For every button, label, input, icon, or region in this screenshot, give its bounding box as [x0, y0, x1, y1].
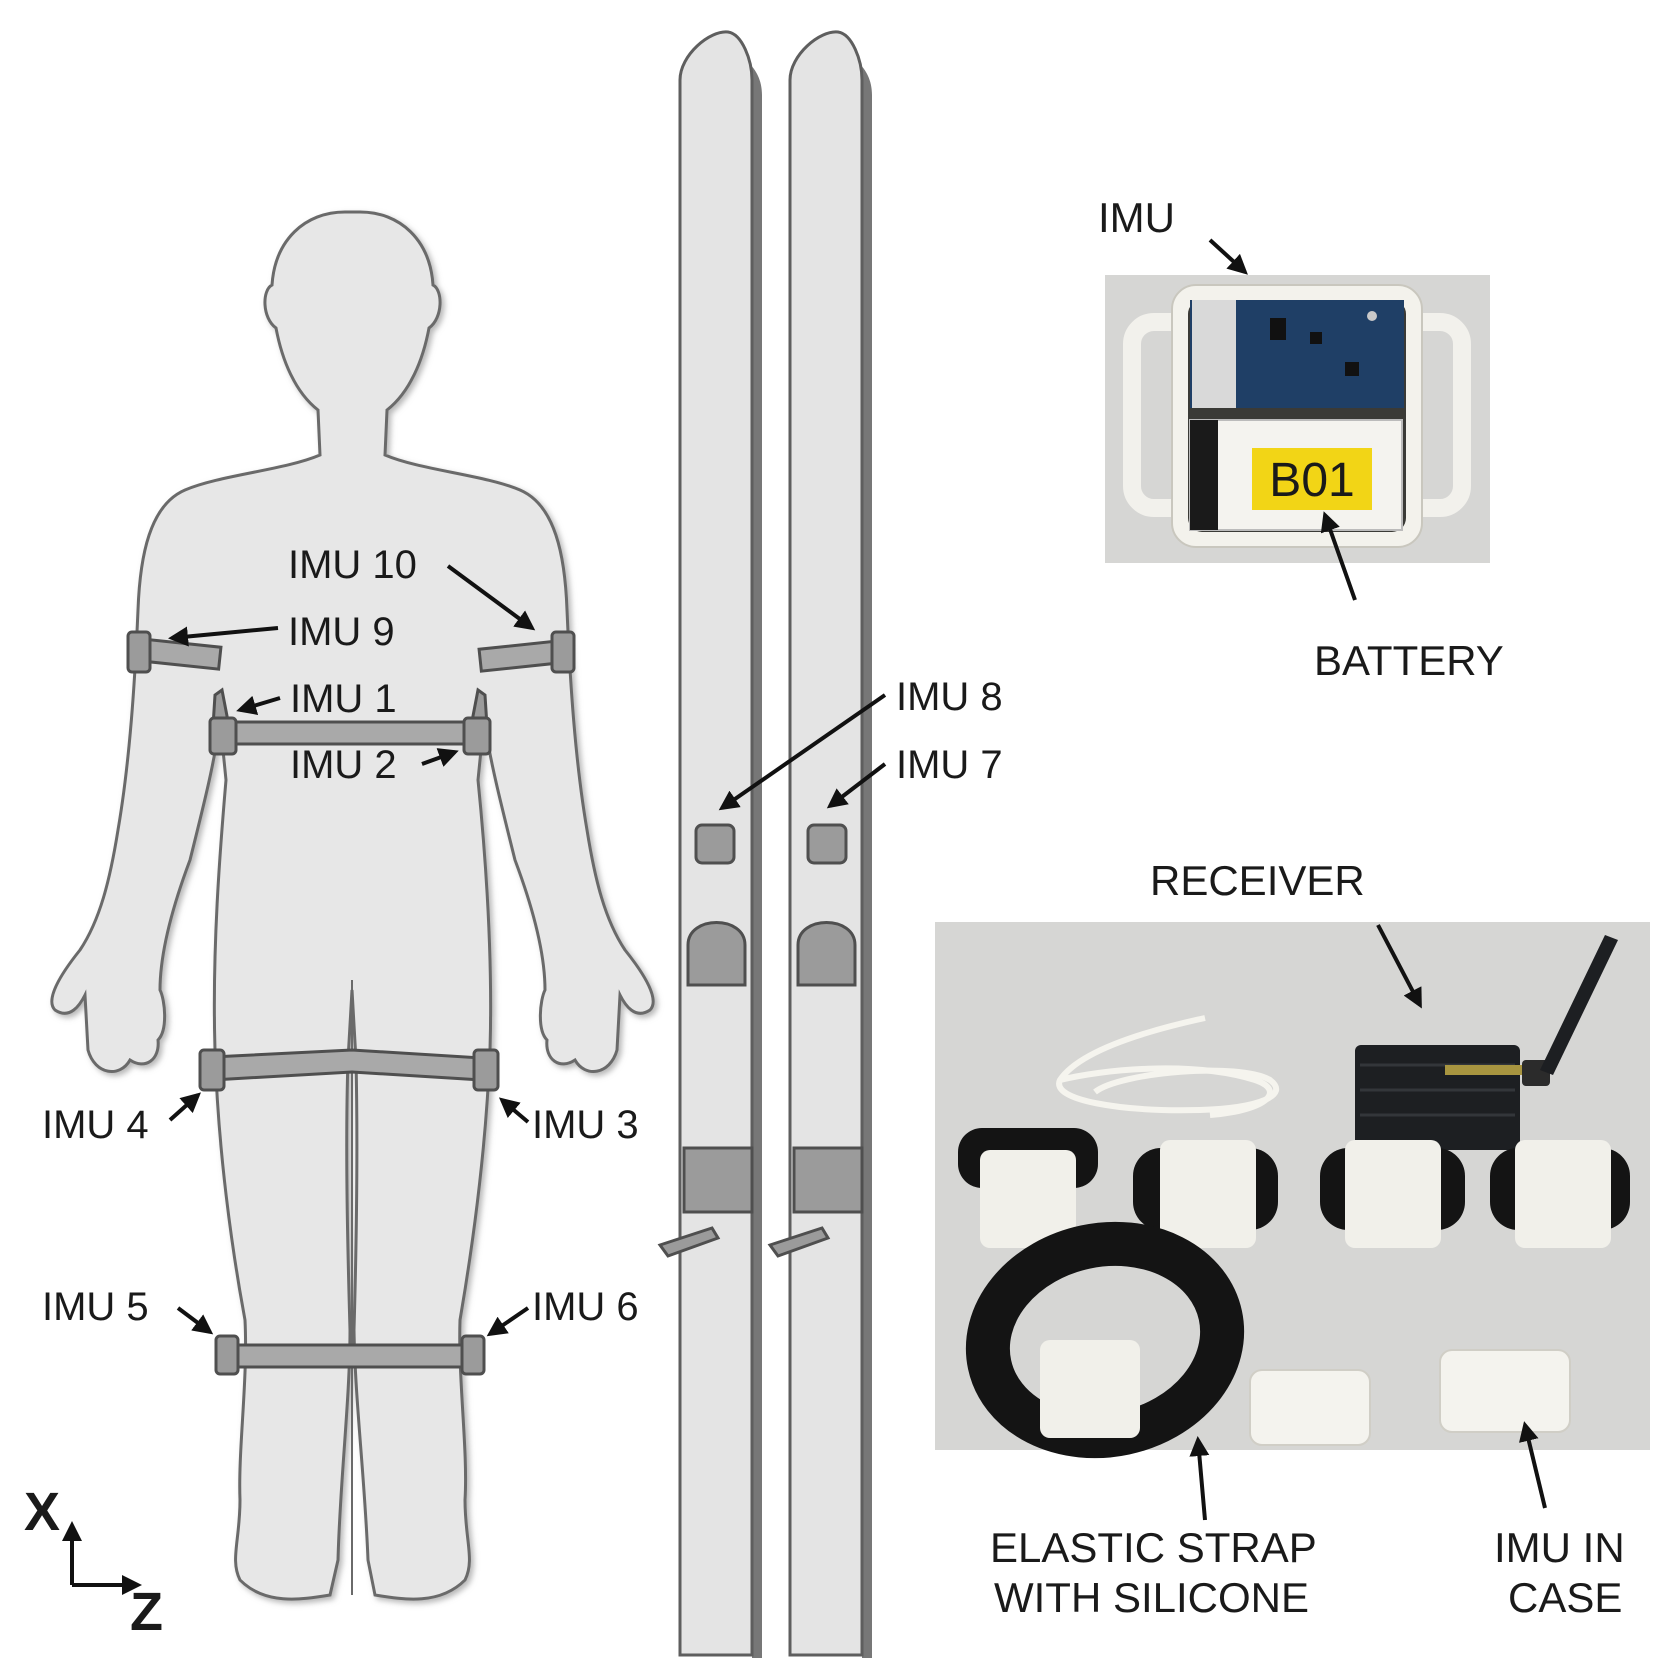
receiver-label: RECEIVER: [1150, 857, 1365, 904]
strap-imu-case: [1040, 1340, 1140, 1438]
imu-2-label: IMU 2: [290, 743, 397, 787]
imu-6-label: IMU 6: [532, 1285, 639, 1329]
imu-6-arrow: [486, 1306, 530, 1337]
elastic-strap: [965, 1221, 1245, 1459]
imu-device-photo: B01 IMU BATTERY: [1098, 194, 1504, 684]
imu-10-label: IMU 10: [288, 543, 417, 587]
case-arrow: [1519, 1421, 1547, 1509]
pcb-connector: [1192, 300, 1236, 408]
loose-case-1: [1249, 1369, 1371, 1446]
battery-wire: [1190, 420, 1218, 530]
imu-7-arrow: [826, 762, 887, 809]
z-axis-label: Z: [130, 1582, 163, 1642]
imu-case-3: [1345, 1140, 1441, 1248]
device-imu-arrow: [1208, 238, 1248, 275]
imu-6-sensor: [460, 1334, 486, 1376]
strap-label-line2: WITH SILICONE: [994, 1574, 1309, 1621]
imu-annotations: IMU 10 IMU 9 IMU 1 IMU 2 IMU 8 IMU 7 IMU…: [42, 543, 1003, 1337]
imu-case-2: [1160, 1140, 1256, 1248]
battery-tag-text: B01: [1269, 454, 1354, 507]
imu-1-pad: [208, 716, 238, 756]
imu-case-4: [1515, 1140, 1611, 1248]
coordinate-axes: X Z: [24, 1482, 163, 1642]
ski-2-edge: [858, 62, 872, 1658]
receiver-arrow: [1376, 924, 1422, 1009]
human-figure: [50, 210, 655, 1601]
imu-8-arrow: [718, 693, 887, 811]
ski-1-toe-pad: [686, 921, 747, 987]
usb-cable: [1056, 1015, 1280, 1118]
shank-strap: [226, 1343, 478, 1369]
imu-8-label: IMU 8: [896, 675, 1003, 719]
imu-3-label: IMU 3: [532, 1103, 639, 1147]
strap-arrow: [1189, 1436, 1210, 1521]
imu-5-label: IMU 5: [42, 1285, 149, 1329]
imu-1-arrow: [236, 695, 281, 715]
imu-5-arrow: [176, 1306, 214, 1335]
receiver-body: [1355, 1045, 1520, 1150]
imu-9-label: IMU 9: [288, 610, 395, 654]
imu-4-label: IMU 4: [42, 1103, 149, 1147]
case-label-line1: IMU IN: [1494, 1524, 1625, 1571]
imu-case-1: [980, 1150, 1076, 1248]
ski-2-binding: [792, 1146, 864, 1214]
ski-1-heel: [657, 1226, 721, 1258]
imu-2-pad: [462, 716, 492, 756]
imu-9-sensor: [126, 630, 152, 674]
skis: [657, 30, 872, 1658]
device-imu-label: IMU: [1098, 194, 1175, 241]
imu-8-sensor: [694, 823, 736, 865]
x-axis-label: X: [24, 1482, 60, 1542]
battery-arrow: [1320, 511, 1357, 601]
ski-1-edge: [748, 62, 762, 1658]
pcb-chip-2: [1310, 332, 1322, 344]
imu-9-arrow: [168, 626, 279, 647]
pcb-chip: [1270, 318, 1286, 340]
imu-4-arrow: [168, 1092, 201, 1122]
receiver-device: [1355, 935, 1618, 1150]
imu-1-label: IMU 1: [290, 677, 397, 721]
imu-3-sensor: [472, 1048, 500, 1092]
imu-10-arrow: [446, 564, 536, 631]
imu-5-sensor: [214, 1334, 240, 1376]
antenna: [1540, 935, 1618, 1075]
ski-2-heel: [767, 1226, 831, 1258]
imu-7-sensor: [806, 823, 848, 865]
battery-label: BATTERY: [1314, 637, 1504, 684]
imu-10-sensor: [550, 630, 576, 674]
case-label-line2: CASE: [1508, 1574, 1622, 1621]
chest-strap: [223, 720, 477, 746]
ski-2-toe-pad: [796, 921, 857, 987]
ski-1-binding: [682, 1146, 754, 1214]
imu-3-arrow: [498, 1097, 530, 1124]
pcb-chip-3: [1345, 362, 1359, 376]
battery-tag: [1252, 448, 1372, 510]
imu-2-arrow: [421, 748, 459, 767]
imu-row: [958, 1128, 1630, 1248]
receiver-connector: [1445, 1065, 1525, 1075]
imu-4-sensor: [198, 1048, 226, 1092]
imu-7-label: IMU 7: [896, 743, 1003, 787]
strap-label-line1: ELASTIC STRAP: [990, 1524, 1317, 1571]
pcb-pad: [1367, 311, 1377, 321]
kit-photo: RECEIVER ELASTIC STRAP WITH SILICONE IMU…: [935, 857, 1650, 1621]
loose-case-2: [1439, 1349, 1571, 1433]
